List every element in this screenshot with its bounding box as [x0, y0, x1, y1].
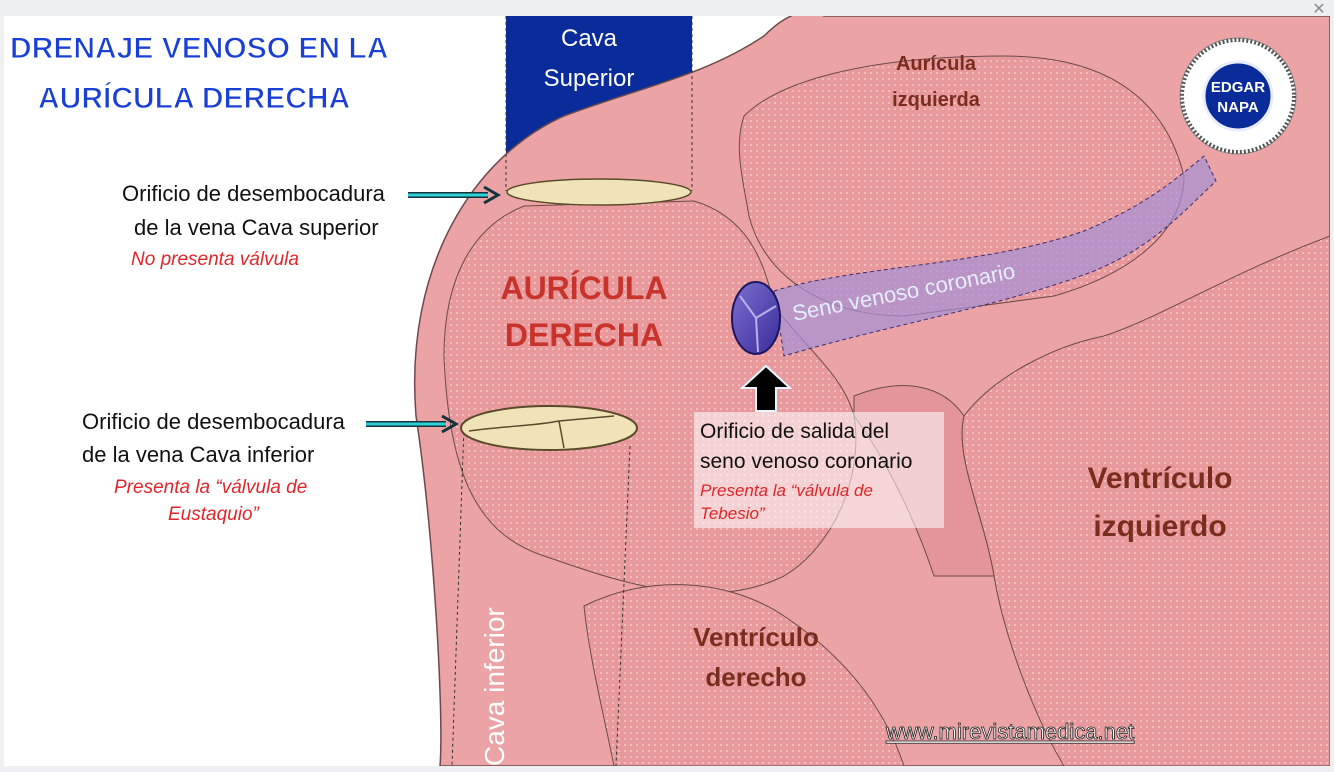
- svg-text:seno venoso coronario: seno venoso coronario: [700, 450, 912, 473]
- arrow-up-icon: [739, 364, 793, 412]
- arrow-superior: [408, 185, 502, 205]
- svg-text:EDGAR: EDGAR: [1211, 79, 1265, 96]
- svg-text:Orificio de desembocadura: Orificio de desembocadura: [122, 181, 386, 206]
- right-atrium-label-2: DERECHA: [505, 317, 663, 353]
- svg-text:NAPA: NAPA: [1217, 99, 1259, 116]
- vessel-guide-lines: [451, 16, 693, 766]
- diagram-slide: DRENAJE VENOSO EN LA AURÍCULA DERECHA Ca…: [4, 16, 1330, 766]
- svg-text:Orificio de desembocadura: Orificio de desembocadura: [82, 409, 346, 434]
- cava-superior-label-2: Superior: [544, 65, 635, 92]
- superior-cava-opening: [506, 178, 692, 206]
- svg-text:AURÍCULA DERECHA: AURÍCULA DERECHA: [38, 81, 350, 115]
- heart-diagram: DRENAJE VENOSO EN LA AURÍCULA DERECHA Ca…: [10, 16, 1330, 766]
- website-link[interactable]: www.mirevistamedica.net: [885, 719, 1135, 745]
- inferior-cava-opening: [460, 405, 638, 451]
- arrow-inferior: [366, 414, 460, 434]
- annotation-inferior: Orificio de desembocadura de la vena Cav…: [82, 409, 346, 525]
- left-ventricle-label-2: izquierdo: [1093, 510, 1226, 543]
- right-atrium-label: AURÍCULA: [500, 270, 667, 306]
- coronary-sinus-valve: [731, 281, 781, 355]
- svg-text:Presenta la “válvula de: Presenta la “válvula de: [114, 477, 307, 498]
- cava-superior-label: Cava: [561, 25, 618, 52]
- edgar-napa-seal: EDGAR NAPA: [1179, 37, 1297, 155]
- left-atrium-label: Aurícula: [896, 53, 977, 75]
- cava-inferior-label: Cava inferior: [479, 607, 510, 766]
- svg-text:de la vena Cava inferior: de la vena Cava inferior: [82, 442, 314, 467]
- svg-text:Orificio de salida del: Orificio de salida del: [700, 420, 889, 443]
- right-ventricle-label: Ventrículo: [693, 622, 819, 652]
- annotation-coronary-sinus: Orificio de salida del seno venoso coron…: [694, 412, 944, 528]
- svg-text:No presenta válvula: No presenta válvula: [131, 249, 299, 270]
- close-icon[interactable]: ✕: [1312, 0, 1326, 18]
- left-ventricle-label: Ventrículo: [1087, 462, 1232, 495]
- svg-text:Presenta la “válvula de: Presenta la “válvula de: [700, 481, 873, 500]
- annotation-superior: Orificio de desembocadura de la vena Cav…: [122, 181, 386, 270]
- page-title: DRENAJE VENOSO EN LA AURÍCULA DERECHA: [10, 32, 389, 116]
- svg-text:DRENAJE VENOSO EN LA: DRENAJE VENOSO EN LA: [10, 32, 388, 65]
- svg-text:de la vena Cava superior: de la vena Cava superior: [134, 215, 379, 240]
- coronary-sinus-band: [773, 155, 1217, 357]
- svg-text:Tebesio”: Tebesio”: [700, 504, 766, 523]
- right-ventricle-label-2: derecho: [705, 662, 806, 692]
- left-atrium-label-2: izquierda: [892, 89, 981, 111]
- svg-text:Eustaquio”: Eustaquio”: [168, 504, 261, 525]
- right-ventricle: [583, 584, 905, 766]
